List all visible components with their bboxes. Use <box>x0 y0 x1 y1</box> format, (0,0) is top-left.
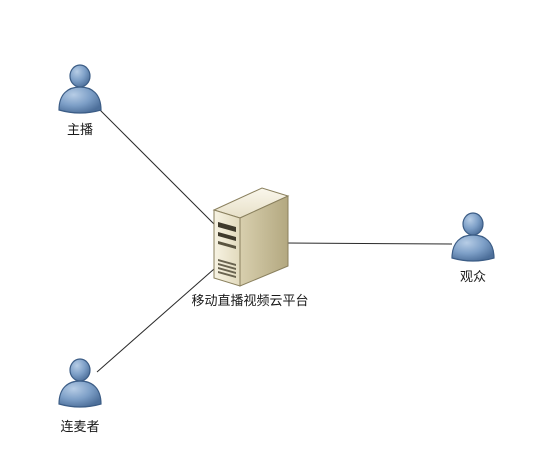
link-streamer-server <box>99 109 223 233</box>
streamer-node: 主播 <box>58 64 102 138</box>
server-label: 移动直播视频云平台 <box>191 294 308 309</box>
link-server-viewer <box>285 242 453 245</box>
user-icon <box>58 358 102 408</box>
link-cohost-server <box>96 261 223 373</box>
cohost-label: 连麦者 <box>60 419 99 435</box>
user-icon <box>451 212 495 262</box>
viewer-node: 观众 <box>451 212 495 285</box>
viewer-label: 观众 <box>460 270 486 285</box>
streamer-label: 主播 <box>67 123 93 138</box>
cohost-node: 连麦者 <box>58 358 102 435</box>
server-tower-icon <box>212 187 290 287</box>
user-icon <box>58 64 102 114</box>
